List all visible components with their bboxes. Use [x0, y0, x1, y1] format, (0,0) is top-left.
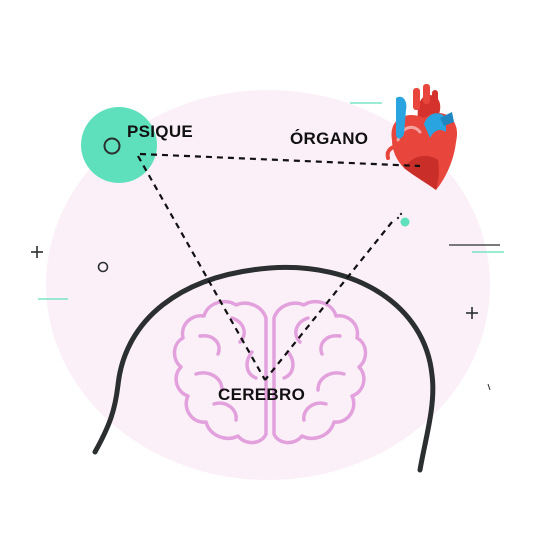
- dot-icon: [399, 212, 403, 216]
- connector-psique-cerebro: [137, 155, 266, 381]
- connectors: [137, 152, 421, 381]
- ring-icon: [97, 261, 109, 273]
- plus-icon: [31, 246, 43, 258]
- label-psique: PSIQUE: [127, 122, 193, 141]
- ring-icon: [103, 137, 121, 155]
- connector-organo-cerebro: [264, 221, 393, 381]
- head-silhouette: [92, 264, 436, 473]
- dot-icon: [400, 217, 410, 227]
- dash-line: [487, 383, 491, 391]
- label-organo: ÓRGANO: [290, 129, 368, 148]
- plus-icon: [466, 307, 478, 319]
- label-cerebro: CEREBRO: [218, 385, 305, 404]
- psique-node: [81, 107, 157, 183]
- brain-icon: [172, 299, 368, 445]
- dot-icon: [396, 216, 400, 220]
- decorations: [31, 102, 504, 391]
- heart-icon: [385, 84, 458, 190]
- connector-psique-organo: [139, 152, 421, 168]
